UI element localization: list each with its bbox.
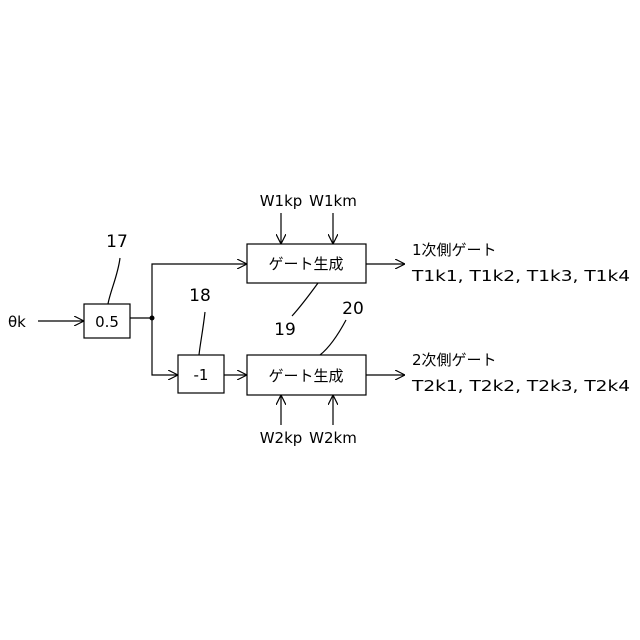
ref-20: 20 bbox=[342, 299, 364, 319]
gain-label: 0.5 bbox=[95, 313, 119, 331]
gate-generator-1-label: ゲート生成 bbox=[268, 255, 343, 273]
input-w1kp-label: W1kp bbox=[260, 192, 303, 210]
input-w2km-label: W2km bbox=[309, 429, 357, 447]
ref-18: 18 bbox=[189, 286, 211, 306]
input-label: θk bbox=[8, 313, 26, 331]
lower-branch-arrow bbox=[152, 318, 178, 375]
leader-20 bbox=[320, 320, 346, 355]
secondary-gate-title: 2次側ゲート bbox=[412, 351, 497, 369]
input-w2kp-label: W2kp bbox=[260, 429, 303, 447]
leader-19 bbox=[292, 283, 318, 316]
secondary-gate-signals: T2k1, T2k2, T2k3, T2k4 bbox=[411, 377, 630, 395]
leader-18 bbox=[199, 312, 205, 355]
primary-gate-title: 1次側ゲート bbox=[412, 241, 497, 259]
primary-gate-signals: T1k1, T1k2, T1k3, T1k4 bbox=[411, 267, 630, 285]
gate-generator-2-label: ゲート生成 bbox=[268, 367, 343, 385]
ref-19: 19 bbox=[274, 320, 296, 340]
leader-17 bbox=[108, 258, 120, 304]
input-w1km-label: W1km bbox=[309, 192, 357, 210]
negate-label: -1 bbox=[194, 366, 209, 384]
ref-17: 17 bbox=[106, 232, 128, 252]
